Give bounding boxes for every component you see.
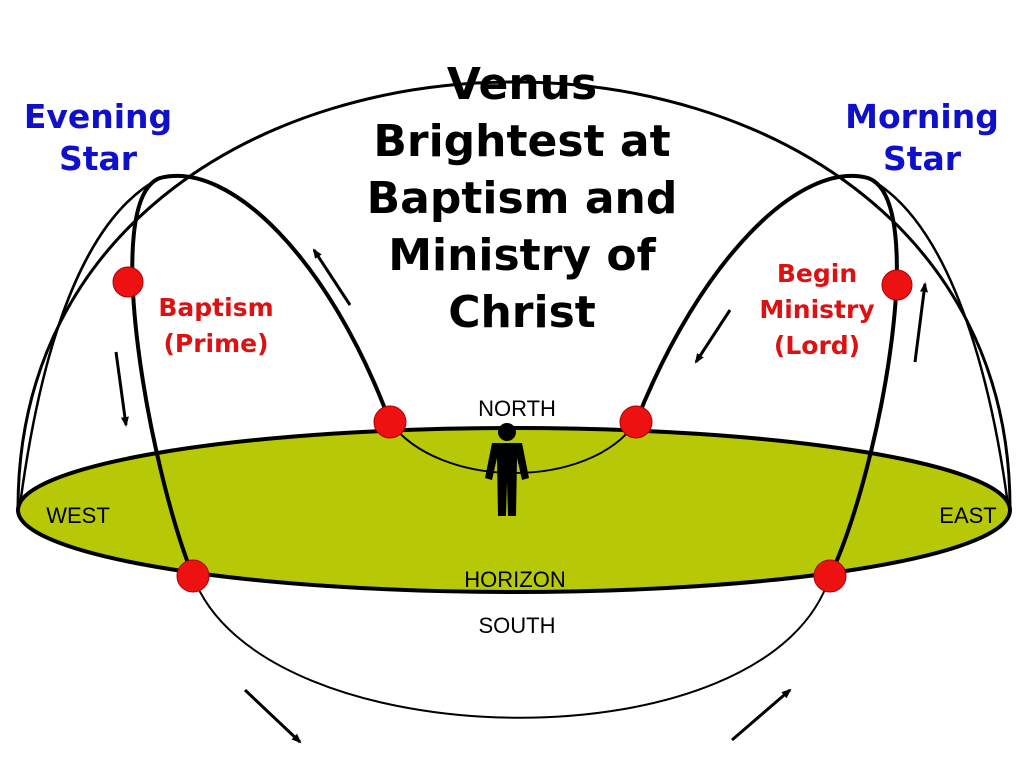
marker-north-east (619, 405, 653, 439)
marker-baptism (112, 266, 144, 298)
arrow-left-up (312, 248, 352, 306)
south-label: SOUTH (478, 613, 556, 638)
venus-path-morning (634, 174, 899, 577)
marker-north-west (373, 405, 407, 439)
arrow-right-up (913, 282, 928, 363)
observer-person-icon (485, 423, 529, 516)
venus-path-evening (130, 174, 392, 577)
baptism-label: Baptism (Prime) (158, 293, 274, 358)
begin-ministry-label: Begin Ministry (Lord) (759, 259, 875, 360)
arrow-right-down (694, 309, 732, 364)
marker-west-horizon (176, 559, 210, 593)
evening-star-label: Evening Star (23, 97, 173, 178)
horizon-label: HORIZON (464, 567, 566, 592)
north-label: NORTH (478, 396, 556, 421)
title-line-4: Ministry of (388, 230, 656, 281)
venus-path-below-horizon (192, 575, 831, 719)
sky-dome (16, 80, 1012, 509)
title-line-2: Brightest at (373, 116, 671, 167)
arrow-left-down (114, 351, 129, 427)
morning-star-label: Morning Star (845, 97, 999, 178)
title-line-3: Baptism and (366, 173, 678, 224)
west-label: WEST (46, 503, 110, 528)
arrow-bottom-left (243, 688, 302, 744)
east-label: EAST (939, 503, 997, 528)
arrow-bottom-right (731, 688, 792, 742)
dome-meridian-west (18, 176, 161, 506)
title-line-5: Christ (448, 287, 596, 338)
marker-east-horizon (813, 559, 847, 593)
dome-meridian-east (867, 176, 1010, 506)
marker-begin-ministry (881, 269, 913, 301)
title-line-1: Venus (446, 59, 598, 110)
diagram-title: Venus Brightest at Baptism and Ministry … (330, 56, 714, 341)
